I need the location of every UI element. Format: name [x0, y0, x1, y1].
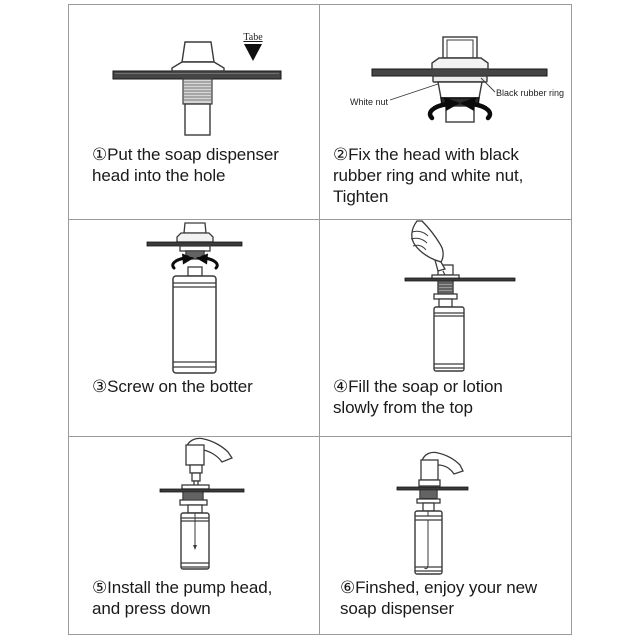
step-2-panel: White nut Black rubber ring ②Fix the hea… [320, 5, 571, 220]
screw-rotation-arrows [171, 253, 219, 270]
step-5-panel: ⑤Install the pump head, and press down [69, 437, 320, 634]
dispenser-collar [431, 57, 489, 70]
down-arrow-icon [244, 44, 262, 61]
bottle-neck [422, 502, 435, 512]
step-2-caption: ②Fix the head with black rubber ring and… [333, 145, 524, 206]
bottle [433, 306, 465, 372]
dispenser-collar [171, 61, 225, 72]
step-6-caption: ⑥Finshed, enjoy your new soap dispenser [340, 578, 538, 618]
tighten-rotation-arrows [427, 97, 493, 121]
step-1-caption: ①Put the soap dispenser head into the ho… [92, 145, 279, 185]
counter-bar [112, 70, 282, 80]
step-1-panel: Tabe ①Put the soap dispenser head into t… [69, 5, 320, 220]
step-2-illustration: White nut Black rubber ring [350, 36, 564, 123]
instruction-grid: Tabe ①Put the soap dispenser head into t… [68, 4, 572, 635]
counter-bar [371, 68, 548, 77]
black-rubber-ring-label: Black rubber ring [496, 88, 564, 98]
dispenser-cap [181, 41, 215, 63]
lower-tube [184, 103, 211, 136]
step-4-illustration [404, 220, 516, 372]
white-nut [437, 81, 483, 99]
hand-with-soap-bottle [411, 220, 444, 263]
step-4-panel: ④Fill the soap or lotion slowly from the… [320, 220, 571, 437]
bottle [172, 275, 217, 374]
bottle-neck [438, 298, 453, 308]
dispenser-cap [183, 222, 207, 234]
step-6-panel: ⑥Finshed, enjoy your new soap dispenser [320, 437, 571, 634]
step-3-illustration [146, 222, 243, 374]
step-6-illustration [396, 451, 469, 575]
pump-head [421, 451, 464, 475]
step-1-illustration: Tabe [112, 32, 282, 136]
tab-label: Tabe [243, 32, 263, 43]
dispenser-collar [176, 232, 214, 243]
step-5-caption: ⑤Install the pump head, and press down [92, 578, 273, 618]
counter-bar [404, 277, 516, 282]
pump-head [186, 437, 233, 463]
bottle-nozzle [434, 258, 446, 272]
bottle-neck [187, 266, 203, 277]
black-rubber-ring [432, 75, 488, 83]
white-nut-label: White nut [350, 97, 389, 107]
step-3-caption: ③Screw on the botter [92, 377, 253, 396]
step-4-caption: ④Fill the soap or lotion slowly from the… [333, 377, 503, 417]
bottle-neck [187, 504, 203, 514]
step-3-panel: ③Screw on the botter [69, 220, 320, 437]
step-5-illustration [159, 437, 245, 570]
